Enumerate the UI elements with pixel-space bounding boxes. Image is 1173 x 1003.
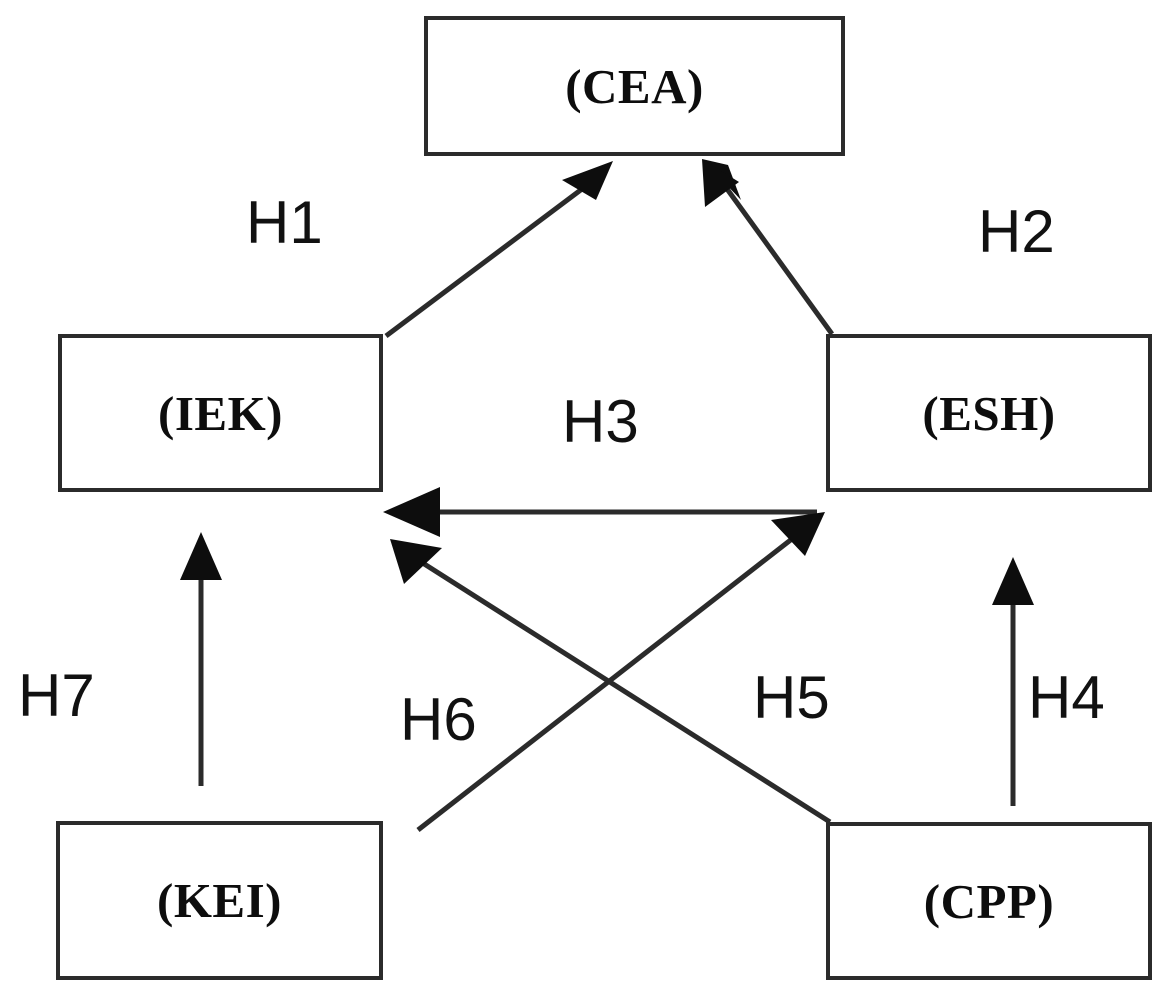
edge-h5 — [390, 539, 832, 825]
edge-label-h5: H5 — [753, 664, 830, 731]
edge-h2 — [702, 159, 835, 336]
edge-h4 — [992, 557, 1034, 806]
edge-h3 — [383, 487, 817, 537]
node-esh[interactable]: (ESH) — [826, 334, 1152, 492]
node-cpp[interactable]: (CPP) — [826, 822, 1152, 980]
edge-label-h1: H1 — [246, 189, 323, 256]
node-cea-label: (CEA) — [565, 58, 704, 114]
edge-label-h6: H6 — [400, 686, 477, 753]
node-kei-label: (KEI) — [157, 873, 282, 928]
node-kei[interactable]: (KEI) — [56, 821, 383, 980]
edge-h1 — [384, 161, 613, 338]
edge-label-h2: H2 — [978, 198, 1055, 265]
node-cpp-label: (CPP) — [923, 873, 1055, 929]
edge-label-h7: H7 — [18, 662, 95, 729]
node-iek[interactable]: (IEK) — [58, 334, 383, 492]
node-esh-label: (ESH) — [922, 385, 1056, 441]
edge-label-h3: H3 — [562, 388, 639, 455]
edge-h7 — [180, 532, 222, 786]
edge-label-h4: H4 — [1028, 664, 1105, 731]
node-iek-label: (IEK) — [158, 385, 283, 441]
node-cea[interactable]: (CEA) — [424, 16, 845, 156]
